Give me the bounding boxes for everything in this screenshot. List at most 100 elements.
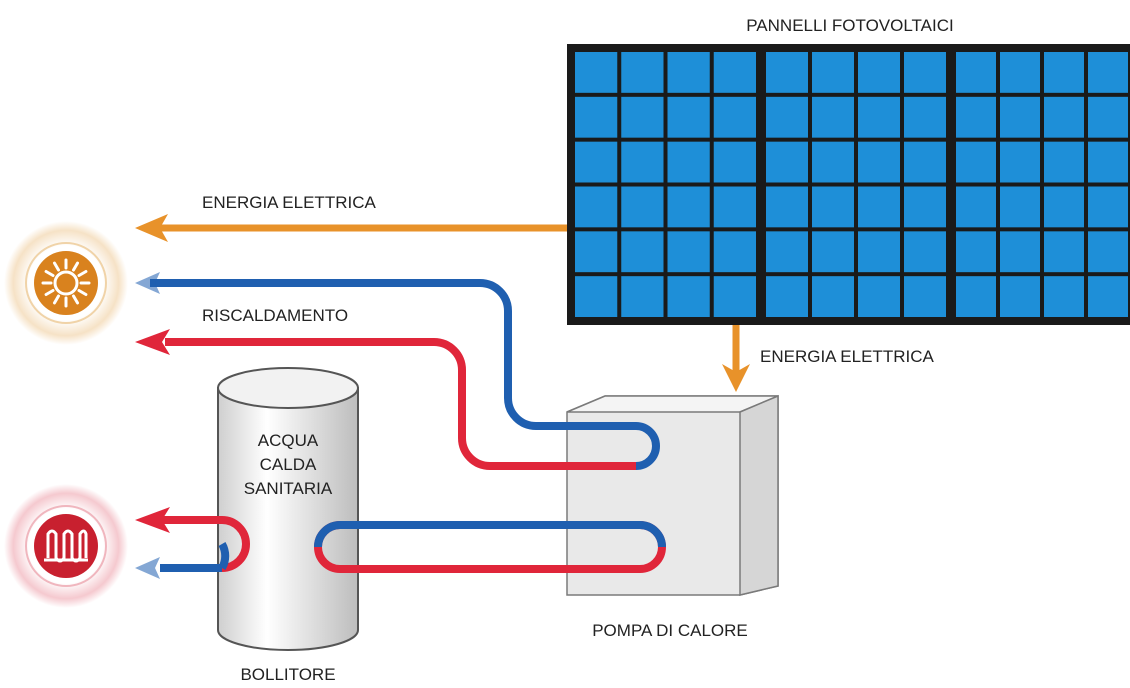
sun-ray (53, 294, 60, 305)
pv-cell (904, 186, 946, 228)
pv-cell (575, 186, 618, 228)
heating-cold-pipe (150, 279, 660, 470)
pv-cell (1088, 186, 1128, 228)
pv-cell (956, 231, 996, 273)
pv-cell (1088, 52, 1128, 93)
pv-cell (575, 96, 618, 138)
pv-cell (621, 276, 664, 317)
pv-cell (766, 231, 808, 273)
sun-ray (72, 261, 79, 272)
heating-hot-pipe (165, 338, 636, 470)
pv-cell (956, 276, 996, 317)
pv-cell (858, 276, 900, 317)
pv-cell (956, 186, 996, 228)
pv-cell (766, 141, 808, 183)
sun-ray (44, 289, 55, 296)
pv-cell (1044, 52, 1084, 93)
pv-cell (812, 96, 854, 138)
pv-cell (766, 186, 808, 228)
pv-cell (713, 186, 756, 228)
pv-cells (575, 52, 1128, 317)
pv-cell (1088, 276, 1128, 317)
pv-cell (858, 141, 900, 183)
pv-cell (812, 52, 854, 93)
pv-cell (1088, 96, 1128, 138)
pv-cell (1044, 141, 1084, 183)
sun-ray (44, 270, 55, 277)
pv-cell (667, 96, 710, 138)
pv-cell (1000, 141, 1040, 183)
sun-ray (72, 294, 79, 305)
pv-cell (1044, 186, 1084, 228)
pv-cell (713, 141, 756, 183)
pv-cell (575, 141, 618, 183)
pv-cell (1000, 231, 1040, 273)
electric-energy-arrow-down: ENERGIA ELETTRICA (722, 325, 934, 392)
pv-cell (904, 141, 946, 183)
pv-cell (667, 186, 710, 228)
pv-cell (1000, 96, 1040, 138)
pv-cell (713, 231, 756, 273)
pv-cell (1044, 231, 1084, 273)
pv-cell (667, 231, 710, 273)
pv-cell (858, 52, 900, 93)
pv-cell (1000, 52, 1040, 93)
pv-cell (956, 52, 996, 93)
heating-circuit: RISCALDAMENTO (135, 272, 660, 470)
pv-cell (812, 276, 854, 317)
pv-cell (904, 52, 946, 93)
radiator-icon (4, 484, 128, 608)
pv-cell (1088, 231, 1128, 273)
dhw-coil (314, 521, 666, 573)
pv-cell (858, 231, 900, 273)
hot-water-tank: ACQUA CALDA SANITARIA BOLLITORE (217, 367, 359, 684)
tank-text-line3: SANITARIA (244, 479, 333, 498)
pv-cell (621, 96, 664, 138)
sun-ray (77, 270, 88, 277)
pv-panels: PANNELLI FOTOVOLTAICI (567, 16, 1130, 325)
pv-cell (1000, 186, 1040, 228)
pv-cell (575, 276, 618, 317)
energy-label-pump: ENERGIA ELETTRICA (760, 347, 934, 366)
sun-icon (4, 221, 128, 345)
pv-cell (667, 52, 710, 93)
sun-ray (77, 289, 88, 296)
pv-cell (621, 52, 664, 93)
pv-cell (812, 141, 854, 183)
pv-cell (575, 52, 618, 93)
pv-cell (904, 231, 946, 273)
energy-label-top: ENERGIA ELETTRICA (202, 193, 376, 212)
pv-cell (1000, 276, 1040, 317)
pv-cell (766, 52, 808, 93)
pv-cell (766, 96, 808, 138)
heat-pump-label: POMPA DI CALORE (592, 621, 748, 640)
pv-cell (713, 96, 756, 138)
pv-cell (858, 96, 900, 138)
pv-cell (904, 96, 946, 138)
pv-cell (766, 276, 808, 317)
pv-cell (575, 231, 618, 273)
pv-cell (812, 231, 854, 273)
pv-cell (1044, 276, 1084, 317)
pv-cell (858, 186, 900, 228)
heating-label: RISCALDAMENTO (202, 306, 348, 325)
tank-text-line1: ACQUA (258, 431, 319, 450)
pv-cell (667, 276, 710, 317)
sun-ray (53, 261, 60, 272)
pv-cell (713, 52, 756, 93)
pv-cell (621, 186, 664, 228)
pv-cell (956, 96, 996, 138)
dhw-output-pipes (135, 507, 250, 579)
pv-panels-label: PANNELLI FOTOVOLTAICI (746, 16, 954, 35)
pv-cell (956, 141, 996, 183)
pv-cell (667, 141, 710, 183)
pv-cell (621, 141, 664, 183)
pv-cell (1088, 141, 1128, 183)
pv-cell (904, 276, 946, 317)
tank-text-line2: CALDA (260, 455, 317, 474)
tank-label: BOLLITORE (240, 665, 335, 684)
heat-pump-unit: POMPA DI CALORE (566, 394, 779, 640)
pv-cell (713, 276, 756, 317)
pv-cell (812, 186, 854, 228)
